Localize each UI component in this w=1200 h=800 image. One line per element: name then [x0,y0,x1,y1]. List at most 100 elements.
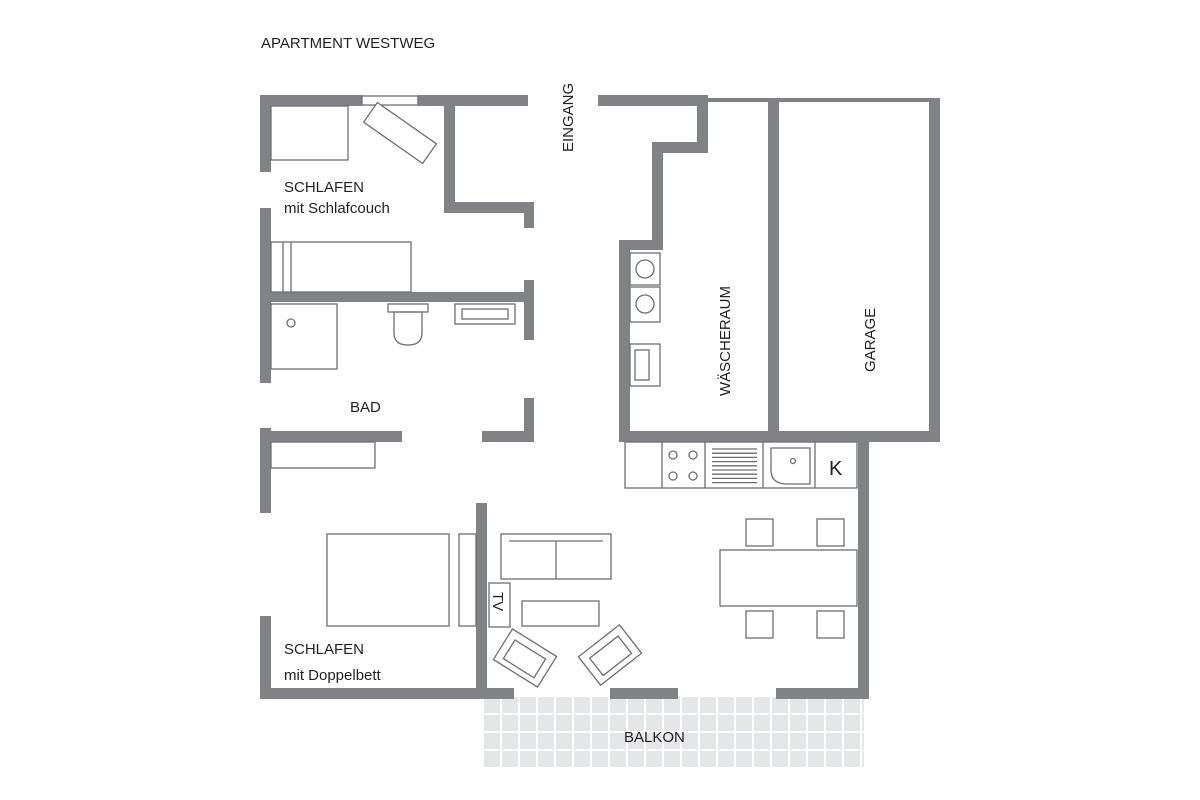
balcony-tile [790,697,806,713]
balcony-tile [646,733,662,749]
dishwasher-rack [712,448,757,484]
balcony-tile [772,697,788,713]
label-bedroom-sofa-sub: mit Schlafcouch [284,200,390,217]
double-bed [326,533,450,627]
balcony-tile [826,697,842,713]
balcony-tile [844,715,860,731]
balcony-tile [682,715,698,731]
laundry-sink [629,343,661,387]
armchair-right-seat [588,635,633,677]
balcony-tile [574,715,590,731]
balcony-tile [862,733,864,749]
balcony-tile [862,751,864,767]
balcony-tile [628,715,644,731]
balcony-tile [610,697,626,713]
wall-bath-bottom-right [482,431,534,442]
balcony-tile [592,751,608,767]
balcony-tile [682,751,698,767]
washing-machine [629,252,661,286]
sofa-bed [270,241,412,293]
balcony-tile [754,697,770,713]
wall-bedroom-living-divider [476,503,487,699]
balcony-tile [556,697,572,713]
balcony-tile [556,751,572,767]
wall-bath-right-upper [524,280,534,340]
wall-left-1 [260,95,271,172]
wall-bottom-living-middle [610,688,678,699]
balcony-tile [538,697,554,713]
stove-burner-3 [668,471,678,481]
balcony-tile [808,751,824,767]
balcony-tile [718,715,734,731]
window-sill [361,95,419,106]
label-bedroom-sofa: SCHLAFEN [284,179,364,196]
balcony-tile [736,751,752,767]
armchair-right [577,623,643,687]
balcony-tile [556,733,572,749]
label-fridge: K [829,458,843,480]
wall-bath-bottom-left [260,431,402,442]
label-laundry: WÄSCHERAUM [717,286,734,396]
balcony-tile [628,751,644,767]
balcony-tile [502,733,518,749]
wall-entrance-jog-horizontal [652,142,708,153]
wall-living-right [858,431,869,699]
balcony-tile [538,751,554,767]
balcony-tile [664,733,680,749]
toilet-tank [387,303,429,313]
wall-laundry-left [619,240,630,440]
balcony-tile [484,751,500,767]
balcony-tile [700,733,716,749]
wall-left-2 [260,208,271,383]
wall-closet-stub [524,202,534,228]
balcony-tile [736,697,752,713]
plan-title: APARTMENT WESTWEG [261,35,435,52]
balcony-tile [862,715,864,731]
toilet-bowl [393,311,423,346]
armchair-left-seat [502,639,547,679]
balcony-tile [736,733,752,749]
wall-laundry-upper [652,142,663,250]
balcony-tile [484,715,500,731]
balcony-tile [808,733,824,749]
balcony-tile [718,697,734,713]
balcony-tile [808,697,824,713]
label-bathroom: BAD [350,399,381,416]
stove-burner-4 [688,471,698,481]
balcony-tile [574,697,590,713]
wall-left-3 [260,428,271,513]
wall-entrance-jog-vertical [697,95,708,153]
balcony-tile [592,697,608,713]
balcony-tile [826,751,842,767]
balcony-tile [520,751,536,767]
label-garage: GARAGE [862,308,879,372]
washing-machine-drum [635,259,655,279]
balcony-tile [646,697,662,713]
wall-laundry-garage-divider [768,98,779,440]
wall-laundry-garage-bottom [619,431,940,442]
label-tv: TV [489,592,506,611]
dining-chair-3 [745,610,774,639]
shower-tray [270,303,338,370]
balcony-tile [682,733,698,749]
balcony-tile [610,751,626,767]
balcony-tile [700,751,716,767]
balcony-tile [700,697,716,713]
balcony-tile [574,751,590,767]
balcony-tile [700,715,716,731]
balcony-tile [502,715,518,731]
balcony-tile [844,733,860,749]
balcony-tile [628,697,644,713]
walls [260,95,940,699]
wall-top-entrance-right [598,95,708,106]
label-entrance: EINGANG [560,83,577,152]
balcony-tile [538,715,554,731]
tv-cabinet [488,582,511,628]
wall-left-4 [260,616,271,699]
balcony-tile [736,715,752,731]
balcony-tile [826,715,842,731]
dining-chair-4 [816,610,845,639]
wall-bath-right-lower [524,398,534,442]
dryer [629,286,661,323]
